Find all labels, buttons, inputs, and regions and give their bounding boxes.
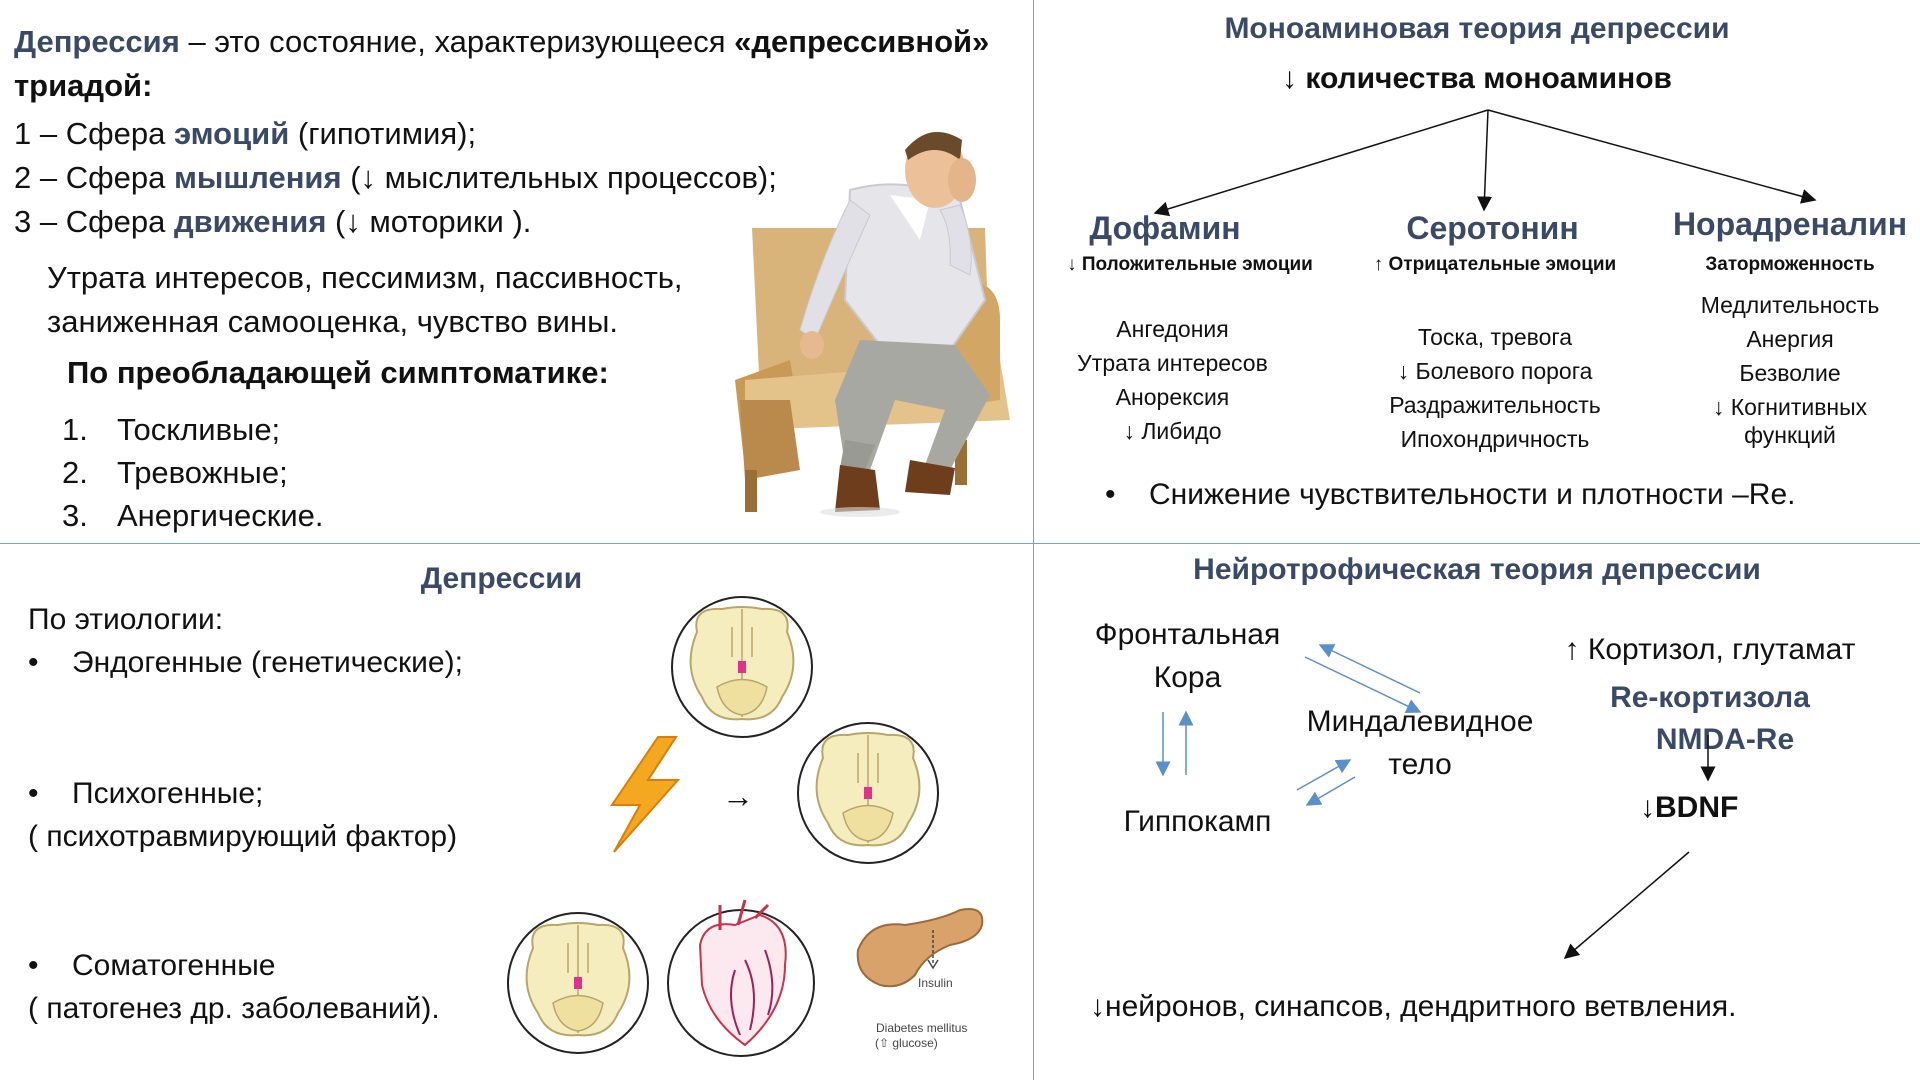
brain-icon: [797, 722, 939, 864]
psychogenic-note: ( психотравмирующий фактор): [28, 820, 458, 853]
list-item: 1.Тоскливые;: [62, 412, 281, 447]
list-item: Ипохондричность: [1400, 426, 1590, 452]
re-cortisol-text: Re-кортизола: [1610, 681, 1810, 714]
triad-item: 3 – Сфера движения (↓ моторики ).: [14, 204, 532, 239]
symptomatic-subtitle: По преобладающей симптоматике:: [67, 355, 609, 390]
amygdala-node: Миндалевидное тело: [1306, 705, 1534, 781]
definition-text: – это состояние, характеризующееся: [179, 24, 735, 59]
list-item: Медлительность: [1700, 292, 1880, 318]
lightning-icon: [610, 736, 681, 853]
insulin-label: Insulin: [918, 976, 953, 990]
list-item: Раздражительность: [1389, 392, 1601, 418]
bullet-icon: •: [28, 646, 39, 679]
hippocampus-node: Гиппокамп: [1123, 805, 1272, 838]
bdnf-text: ↓BDNF: [1640, 791, 1739, 824]
definition-triad: «депрессивной» триадой:: [14, 24, 990, 103]
somatogenic-item: •Соматогенные: [28, 944, 275, 987]
bullet-icon: •: [28, 949, 39, 982]
list-item: Анергия: [1746, 326, 1834, 352]
brain-icon: [507, 912, 649, 1054]
horizontal-divider: [0, 543, 1920, 544]
etiology-label: По этиологии:: [28, 603, 224, 636]
cortisol-text: ↑ Кортизол, глутамат: [1564, 633, 1856, 666]
list-item: Анорексия: [1115, 384, 1230, 410]
bullet-icon: •: [1105, 478, 1116, 511]
serotonin-symptoms: Тоска, тревога ↓ Болевого порога Раздраж…: [1355, 320, 1635, 456]
diabetes-label: Diabetes mellitus: [876, 1021, 968, 1035]
definition-term: Депрессия: [14, 24, 180, 59]
monoamine-subtitle: ↓ количества моноаминов: [1282, 62, 1672, 95]
nmda-text: NMDA-Re: [1655, 723, 1795, 756]
symptom-types-list: 1.Тоскливые; 2.Тревожные; 3.Анергические…: [62, 408, 324, 537]
arrow-serotonin: [1477, 109, 1493, 212]
list-item: Ангедония: [1116, 316, 1229, 342]
dopamine-effect: ↓ Положительные эмоции: [1067, 254, 1313, 275]
pancreas-icon: [856, 908, 984, 988]
dopamine-symptoms: Ангедония Утрата интересов Анорексия ↓ Л…: [1050, 312, 1295, 448]
list-item: ↓ Болевого порога: [1397, 358, 1593, 384]
list-item: Утрата интересов: [1077, 350, 1268, 376]
vertical-divider: [1033, 0, 1034, 1080]
list-item: 3.Анергические.: [62, 498, 324, 533]
endogenous-item: •Эндогенные (генетические);: [28, 641, 463, 684]
list-item: Безволие: [1739, 360, 1841, 386]
depression-definition: Депрессия – это состояние, характеризующ…: [14, 20, 1024, 108]
armchair-back: [752, 228, 990, 395]
depressions-title: Депрессии: [420, 562, 583, 595]
triad-item: 1 – Сфера эмоций (гипотимия);: [14, 116, 477, 151]
somatogenic-note: ( патогенез др. заболеваний).: [28, 992, 440, 1025]
neurotrophic-title: Нейротрофическая теория депрессии: [1193, 553, 1761, 586]
dopamine-heading: Дофамин: [1089, 210, 1241, 246]
noradrenaline-effect: Заторможенность: [1705, 254, 1875, 275]
arrow-right-icon: →: [722, 778, 754, 814]
additional-symptoms: Утрата интересов, пессимизм, пассивность…: [47, 260, 683, 339]
list-item: 2.Тревожные;: [62, 455, 288, 490]
noradrenaline-heading: Норадреналин: [1672, 206, 1908, 242]
receptor-bullet: •Снижение чувствительности и плотности –…: [1105, 478, 1796, 511]
glucose-label: (⇧ glucose): [875, 1036, 938, 1050]
frontal-cortex-node: Фронтальная Кора: [1094, 618, 1281, 694]
arrow-noradrenaline: [1487, 109, 1817, 204]
triad-list: 1 – Сфера эмоций (гипотимия); 2 – Сфера …: [14, 112, 777, 244]
heart-icon: [667, 899, 815, 1057]
list-item: ↓ Либидо: [1123, 418, 1222, 444]
list-item: функций: [1744, 422, 1836, 448]
list-item: Тоска, тревога: [1417, 324, 1573, 350]
serotonin-heading: Серотонин: [1406, 210, 1579, 246]
noradrenaline-symptoms: Медлительность Анергия Безволие ↓ Когнит…: [1665, 288, 1915, 452]
arrow-dopamine: [1153, 109, 1489, 217]
psychogenic-item: •Психогенные;: [28, 772, 263, 815]
monoamine-title: Моноаминовая теория депрессии: [1224, 12, 1730, 45]
list-item: ↓ Когнитивных: [1712, 394, 1868, 420]
brain-icon: [671, 596, 813, 738]
triad-item: 2 – Сфера мышления (↓ мыслительных проце…: [14, 160, 777, 195]
neuron-loss-text: ↓нейронов, синапсов, дендритного ветвлен…: [1090, 990, 1737, 1023]
serotonin-effect: ↑ Отрицательные эмоции: [1373, 254, 1617, 275]
bullet-icon: •: [28, 777, 39, 810]
